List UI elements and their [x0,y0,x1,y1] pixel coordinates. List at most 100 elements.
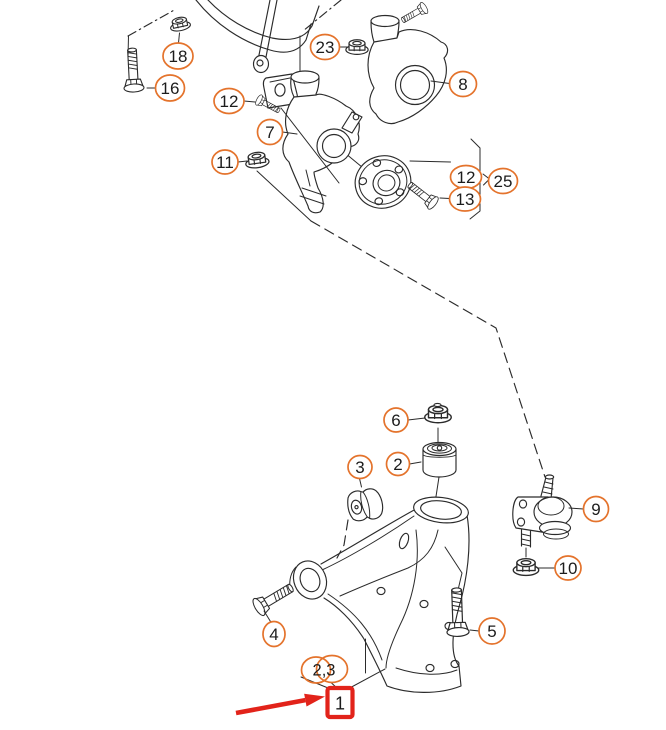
callout-3[interactable]: 3 [347,454,373,480]
highlighted-callout-1-label: 1 [335,694,345,714]
leader-12-knuckle [243,100,256,103]
callout-12-hub-label: 12 [457,168,476,187]
callout-2-ellipse[interactable] [385,451,411,477]
leader-7 [282,131,298,135]
leader-8 [430,80,450,84]
callout-16-label: 16 [161,79,180,98]
knuckle-right-drawing [367,14,449,125]
axis-nut11 [256,170,312,222]
callout-12-knuckle-ellipse[interactable] [213,87,245,115]
bolt-13-drawing [404,178,441,212]
callout-9[interactable]: 9 [582,495,610,523]
callout-8-label: 8 [458,75,467,94]
callout-6-ellipse[interactable] [383,407,409,433]
callout-16[interactable]: 16 [154,74,186,102]
bolt-12-pointer-line [280,107,340,184]
annotation-layer: 1 [235,685,355,720]
callout-25-label: 25 [494,172,513,191]
callout-9-ellipse[interactable] [582,495,610,523]
nut-10-drawing [512,558,540,577]
callout-11-ellipse[interactable] [211,149,239,175]
callout-18[interactable]: 18 [162,42,194,70]
callout-25[interactable]: 25 [487,167,519,195]
leader-3 [359,478,362,488]
callout-9-label: 9 [591,500,600,519]
callout-12-hub[interactable]: 12 [449,164,483,190]
control-arm-drawing [289,496,470,693]
nut-23-drawing [345,39,369,55]
bushing-3-drawing [347,488,384,522]
leader-item1-diagonal [345,668,386,691]
callout-10[interactable]: 10 [554,555,582,581]
bolt-16-drawing [121,47,145,94]
callout-10-label: 10 [559,559,578,578]
knuckle-left-drawing [282,70,363,214]
leader-lines [146,32,584,691]
leader-13 [439,197,450,199]
callout-5[interactable]: 5 [478,617,506,645]
leader-4 [263,610,271,622]
callout-4[interactable]: 4 [262,620,286,648]
leader-9 [568,507,584,510]
callout-7[interactable]: 7 [256,118,284,146]
callout-11[interactable]: 11 [211,149,239,175]
callout-2[interactable]: 2 [385,451,411,477]
bolt-knuckle-top-drawing [398,0,430,27]
callout-6[interactable]: 6 [383,407,409,433]
callout-23-ellipse[interactable] [309,33,341,61]
callout-13-label: 13 [456,190,475,209]
callout-group-ellipse[interactable] [315,654,349,684]
callout-23-label: 23 [316,38,335,57]
callout-group-label: 2,3 [313,662,336,680]
bolt-4-drawing [250,578,298,618]
highlighted-callout-1-box[interactable] [325,685,355,720]
stabilizer-bar-drawing [195,0,320,109]
assembly-axis-lines [127,0,546,591]
callout-16-ellipse[interactable] [154,74,186,102]
leader-5 [469,629,480,632]
callout-10-ellipse[interactable] [554,555,582,581]
stud-tip [433,402,442,408]
annotation-arrow-shaft [235,697,306,716]
callout-18-ellipse[interactable] [162,42,194,70]
callout-7-ellipse[interactable] [256,118,284,146]
callout-5-ellipse[interactable] [478,617,506,645]
callout-11-label: 11 [216,153,234,172]
leader-6 [407,417,426,421]
callout-23[interactable]: 23 [309,33,341,61]
leader-18 [178,32,180,44]
wheel-hub-drawing [354,155,412,209]
callout-13[interactable]: 13 [448,186,482,212]
nut-11-drawing [243,150,271,170]
callout-12-knuckle[interactable]: 12 [213,87,245,115]
axis-stabilizer-bolt [127,8,177,37]
leader-11 [237,160,248,163]
callout-4-ellipse[interactable] [262,620,286,648]
callout-12-knuckle-label: 12 [220,92,239,111]
callout-group-ellipse[interactable] [300,656,332,684]
axis-balljoint-long [310,220,546,478]
callout-8-ellipse[interactable] [448,70,478,98]
callout-3-ellipse[interactable] [347,454,373,480]
callout-5-label: 5 [487,622,496,641]
callout-13-ellipse[interactable] [448,186,482,212]
callout-group-2-3[interactable]: 2,3 [300,654,349,684]
nut-6-drawing [424,404,452,424]
callout-8[interactable]: 8 [448,70,478,98]
annotation-arrow-head [304,693,325,707]
callout-2-label: 2 [393,455,402,474]
stabilizer-link-drawing [252,0,278,74]
callout-7-label: 7 [265,123,274,142]
callout-25-ellipse[interactable] [487,167,519,195]
leader-hub-group [409,160,451,163]
callout-18-label: 18 [169,47,188,66]
callout-6-label: 6 [391,411,400,430]
callout-3-label: 3 [355,458,364,477]
ball-joint-drawing [512,474,573,548]
bushing-2-drawing [422,441,457,478]
leader-2 [409,461,422,465]
callout-4-label: 4 [269,625,278,644]
